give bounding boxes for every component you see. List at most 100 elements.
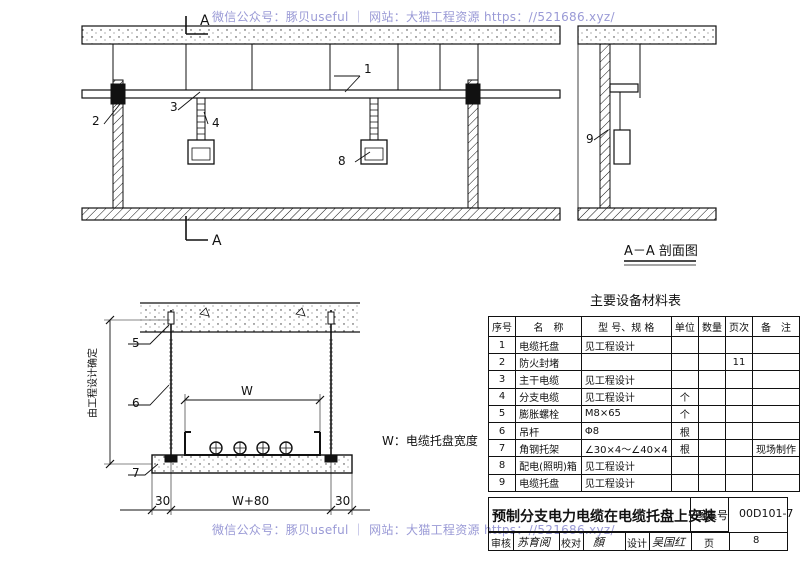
cell-qty [697,335,726,355]
cell-unit [670,353,699,372]
cell-qty [697,421,726,441]
width-label: W [241,384,253,398]
col-header-qty: 数量 [697,316,726,337]
plan-fire-stop-right [465,83,481,105]
section-mark-bottom: A [212,233,222,249]
section-mark-top: A [200,13,210,29]
dim-left-30: 30 [155,494,171,508]
section-distribution-box [613,129,631,165]
page-number: 8 [753,535,760,546]
plan-branch-1 [187,97,215,165]
cell-no: 2 [487,353,517,372]
col-header-page: 页次 [724,316,753,337]
section-floor-slab [577,207,717,221]
cell-name: 防火封堵 [515,353,582,372]
detail-ceiling-slab [140,303,360,332]
cell-remark [751,335,800,355]
cell-page [724,387,753,406]
col-header-spec: 型 号、规 格 [580,316,672,337]
cell-unit [670,335,699,355]
section-wall [599,43,611,209]
cell-page [724,335,753,355]
detail-cable-tray [184,432,321,456]
cell-remark [751,473,800,492]
callout-3: 3 [170,100,178,114]
callout-6: 6 [132,396,140,410]
detail-angle-bracket [151,454,353,474]
title-block: 预制分支电力电缆在电缆托盘上安装 图集号 00D101-7 审核 苏育阅 校对 … [488,497,793,551]
cell-unit: 根 [670,421,699,441]
detail-cables [209,441,293,455]
cell-page [724,456,753,475]
callout-5: 5 [132,336,140,350]
drawing-title: 预制分支电力电缆在电缆托盘上安装 [492,509,716,525]
cell-name: 膨胀螺栓 [515,404,582,423]
cell-unit: 个 [670,387,699,406]
plan-leaders [103,75,371,163]
col-header-no: 序号 [487,316,517,337]
cell-name: 吊杆 [515,421,582,441]
cell-no: 3 [487,370,517,389]
cell-remark: 现场制作 [751,439,800,458]
cell-remark [751,404,800,423]
cell-no: 6 [487,421,517,441]
cell-qty [697,439,726,458]
plan-left-wall [112,79,124,209]
atlas-number: 00D101-7 [739,507,794,520]
cell-no: 7 [487,439,517,458]
design-label: 设计 [627,539,647,550]
cell-page [724,370,753,389]
cell-no: 5 [487,404,517,423]
section-ceiling-slab [577,25,717,45]
cell-remark [751,456,800,475]
callout-9: 9 [586,132,594,146]
plan-right-wall [467,79,479,209]
vertical-dimension-label: 由工程设计确定 [88,348,99,418]
plan-ceiling-slab [81,25,561,45]
cell-qty [697,456,726,475]
section-cable-tray [609,83,639,93]
cell-name: 角钢托架 [515,439,582,458]
materials-title: 主要设备材料表 [590,294,682,309]
plan-cable-tray [81,89,561,99]
callout-8: 8 [338,154,346,168]
cell-unit: 根 [670,439,699,458]
cell-no: 4 [487,387,517,406]
design-signature: 吴国红 [652,536,685,549]
section-view [577,25,717,221]
cell-unit [670,370,699,389]
cell-page [724,421,753,441]
cell-remark [751,370,800,389]
cell-spec: Φ8 [580,421,672,441]
plan-fire-stop-left [110,83,126,105]
cell-spec: 见工程设计 [580,335,672,355]
atlas-label: 图集号 [695,509,728,522]
plan-section-line [185,16,208,241]
cell-page [724,473,753,492]
cell-no: 8 [487,456,517,475]
col-header-remark: 备 注 [751,316,800,337]
cell-qty [697,370,726,389]
cell-qty [697,353,726,372]
cell-spec [580,353,672,372]
cell-name: 电缆托盘 [515,473,582,492]
watermark-top: 微信公众号：豚贝useful ｜ 网站：大猫工程资源 https：//52168… [212,10,615,24]
cell-spec: 见工程设计 [580,473,672,492]
cell-name: 主干电缆 [515,370,582,389]
section-title: A－A 剖面图 [624,244,698,259]
check-signature: 顏 [593,536,604,549]
dim-w-plus-80: W+80 [232,494,270,508]
cell-unit [670,473,699,492]
cell-remark [751,421,800,441]
cell-spec: 见工程设计 [580,370,672,389]
cell-page [724,439,753,458]
cell-spec: ∠30×4～∠40×4 [580,439,672,458]
